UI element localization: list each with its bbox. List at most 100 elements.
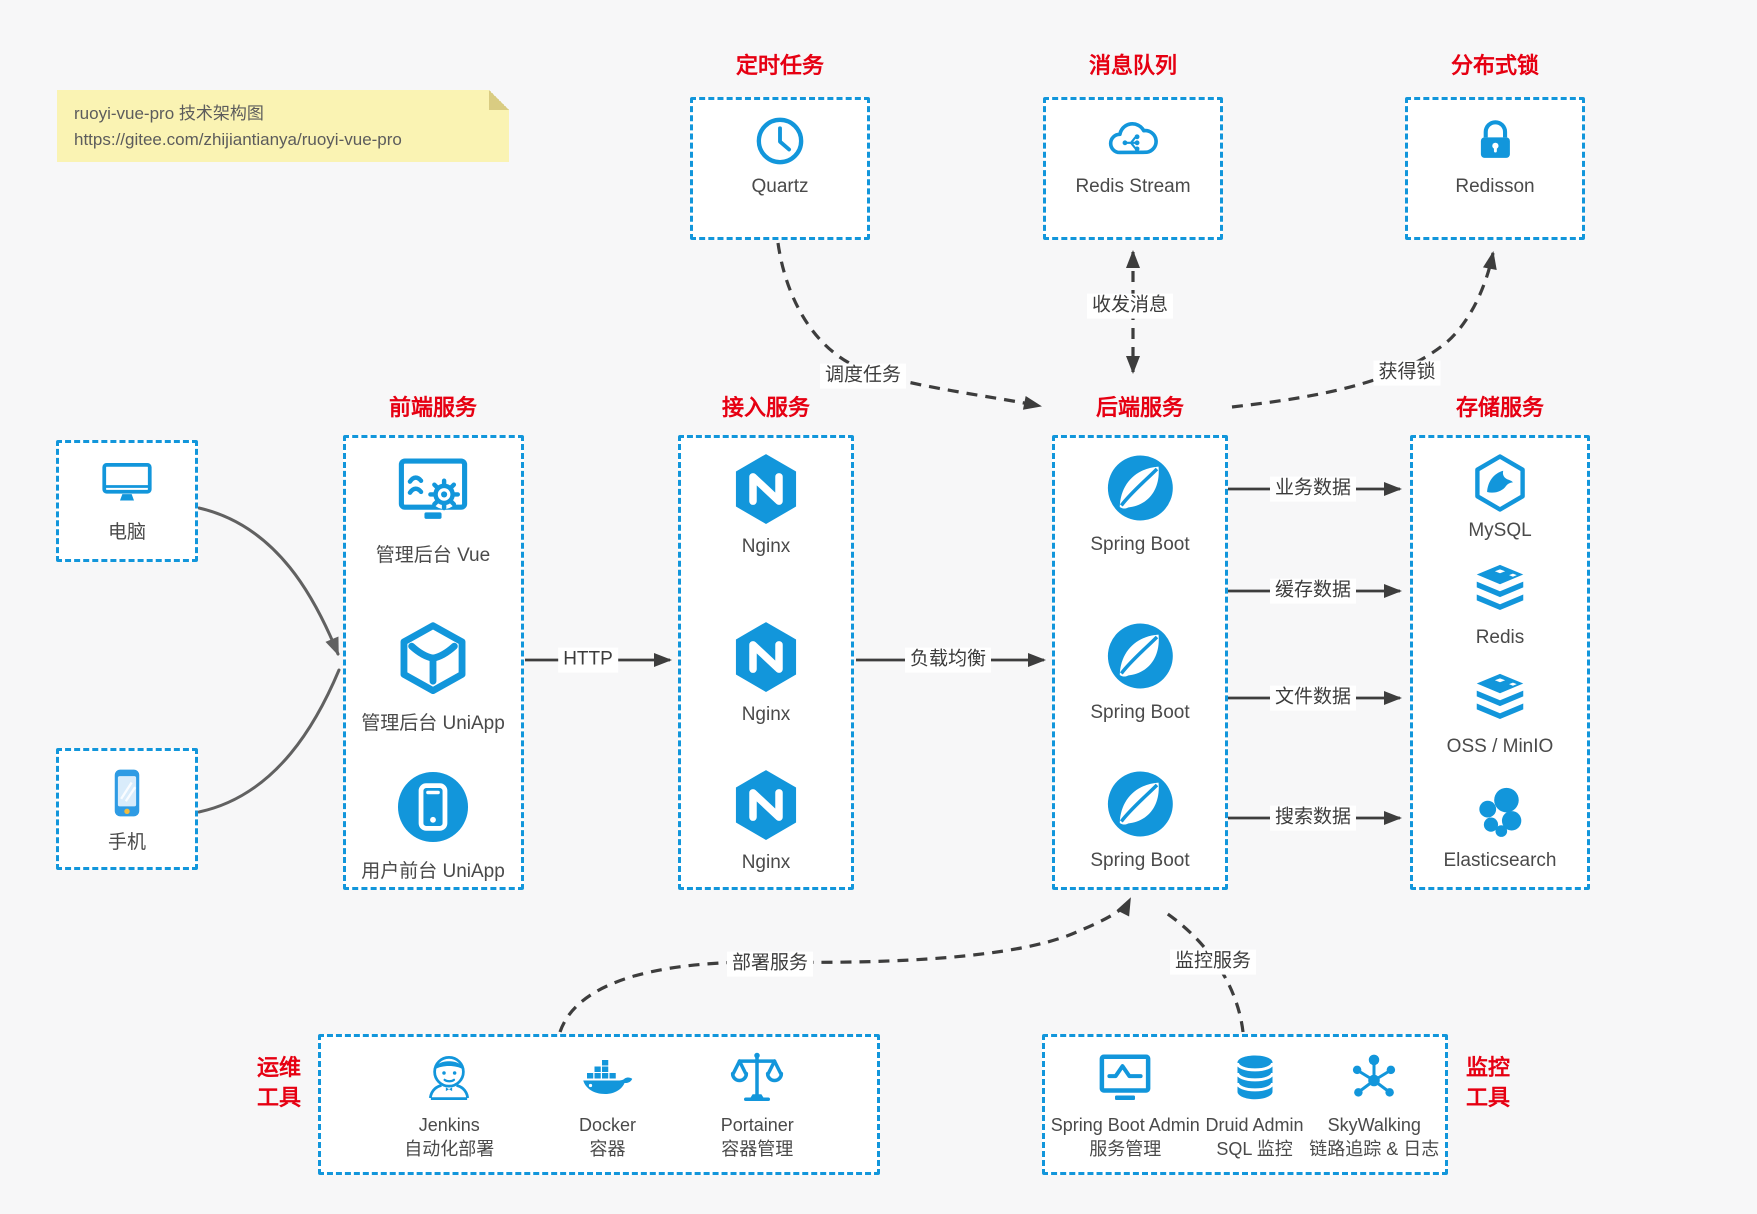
nginx-icon [727, 450, 805, 528]
node-spring-boot-3: Spring Boot [1090, 766, 1190, 872]
column-title-gateway: 接入服务 [721, 395, 811, 420]
node-spring-boot-admin: Spring Boot Admin 服务管理 [1051, 1048, 1200, 1161]
group-title-message-queue: 消息队列 [1088, 53, 1178, 78]
node-label: Spring Boot Admin [1050, 1115, 1200, 1135]
node-sublabel: 自动化部署 [404, 1139, 495, 1159]
lock-icon [1466, 112, 1524, 170]
nginx-icon [727, 618, 805, 696]
elasticsearch-icon [1469, 782, 1531, 844]
skywalking-icon [1344, 1048, 1404, 1108]
note-url: https://gitee.com/zhijiantianya/ruoyi-vu… [74, 130, 402, 150]
node-label: Redis [1475, 627, 1525, 648]
node-label: Redis Stream [1075, 176, 1191, 197]
node-label: Jenkins [418, 1115, 480, 1135]
desktop-icon [99, 455, 155, 511]
node-sublabel: 服务管理 [1089, 1139, 1162, 1159]
node-skywalking: SkyWalking 链路追踪 & 日志 [1309, 1048, 1439, 1161]
edge-label-acquire-lock: 获得锁 [1373, 360, 1441, 386]
smartphone-icon [99, 765, 155, 821]
node-label: Docker [578, 1115, 636, 1135]
ops-title-line2: 工具 [256, 1085, 301, 1110]
message-queue-box [1043, 97, 1223, 240]
nginx-icon [727, 766, 805, 844]
monitor-tools-box: Spring Boot Admin 服务管理 Druid Admin SQL 监… [1042, 1034, 1448, 1175]
clock-icon [751, 112, 809, 170]
node-label: Redisson [1455, 176, 1535, 197]
node-label: OSS / MinIO [1446, 736, 1554, 757]
node-label: 手机 [107, 832, 146, 853]
node-label: 管理后台 Vue [375, 545, 491, 566]
node-spring-boot-1: Spring Boot [1090, 450, 1190, 556]
node-user-uniapp: 用户前台 UniApp [345, 766, 521, 883]
admin-vue-icon [392, 450, 474, 532]
portainer-icon [727, 1048, 787, 1108]
client-pc-box [56, 440, 198, 562]
group-title-distributed-lock: 分布式锁 [1450, 53, 1540, 78]
edge-label-load-balance: 负载均衡 [904, 647, 992, 673]
monitor-title-line2: 工具 [1465, 1085, 1510, 1110]
edge-label-deploy-service: 部署服务 [726, 951, 814, 977]
node-mysql: MySQL [1412, 452, 1588, 542]
node-label: Nginx [741, 852, 791, 873]
node-label: Spring Boot [1090, 850, 1190, 871]
mysql-icon [1469, 452, 1531, 514]
node-admin-vue: 管理后台 Vue [345, 450, 521, 567]
node-label: Druid Admin [1205, 1115, 1304, 1135]
node-quartz: Quartz [751, 112, 809, 198]
edge-label-messaging: 收发消息 [1086, 293, 1174, 319]
ops-title-line1: 运维 [256, 1055, 301, 1080]
spring-boot-admin-icon [1095, 1048, 1155, 1108]
redis-stack-icon [1469, 668, 1531, 730]
node-docker: Docker 容器 [577, 1048, 637, 1161]
column-title-frontend: 前端服务 [388, 395, 478, 420]
node-label: Quartz [751, 176, 809, 197]
app-circle-icon [392, 766, 474, 848]
druid-icon [1225, 1048, 1285, 1108]
node-phone: 手机 [99, 765, 155, 854]
cloud-network-icon [1104, 112, 1162, 170]
group-title-scheduled-tasks: 定时任务 [735, 53, 825, 78]
column-title-backend: 后端服务 [1095, 395, 1185, 420]
ops-tools-box: Jenkins 自动化部署 Docker 容器 Portainer 容器管理 [318, 1034, 880, 1175]
node-label: 用户前台 UniApp [361, 861, 505, 882]
node-label: SkyWalking [1327, 1115, 1421, 1135]
node-redis: Redis [1412, 559, 1588, 649]
jenkins-icon [419, 1048, 479, 1108]
node-admin-uniapp: 管理后台 UniApp [345, 618, 521, 735]
node-label: Portainer [720, 1115, 794, 1135]
node-label: MySQL [1468, 520, 1532, 541]
note-fold-corner [489, 90, 509, 110]
node-portainer: Portainer 容器管理 [721, 1048, 794, 1161]
node-label: 电脑 [107, 522, 146, 543]
edge-label-schedule-task: 调度任务 [819, 363, 907, 389]
node-redisson: Redisson [1455, 112, 1535, 198]
node-label: Elasticsearch [1443, 850, 1557, 871]
node-sublabel: 链路追踪 & 日志 [1309, 1139, 1440, 1159]
edge-label-monitor-service: 监控服务 [1169, 949, 1257, 975]
node-sublabel: 容器 [589, 1139, 626, 1159]
group-title-ops-tools: 运维 工具 [249, 1053, 309, 1113]
docker-icon [577, 1048, 637, 1108]
redis-stack-icon [1469, 559, 1531, 621]
edge-label-cache-data: 缓存数据 [1269, 578, 1357, 604]
node-elasticsearch: Elasticsearch [1412, 782, 1588, 872]
spring-boot-icon [1102, 766, 1178, 842]
node-nginx-1: Nginx [727, 450, 805, 558]
node-oss-minio: OSS / MinIO [1412, 668, 1588, 758]
node-nginx-3: Nginx [727, 766, 805, 874]
node-redis-stream: Redis Stream [1075, 112, 1191, 198]
node-nginx-2: Nginx [727, 618, 805, 726]
spring-boot-icon [1102, 618, 1178, 694]
sticky-note: ruoyi-vue-pro 技术架构图 https://gitee.com/zh… [57, 90, 509, 162]
column-title-storage: 存储服务 [1455, 395, 1545, 420]
note-title: ruoyi-vue-pro 技术架构图 [74, 104, 264, 123]
node-spring-boot-2: Spring Boot [1090, 618, 1190, 724]
uniapp-cube-icon [392, 618, 474, 700]
node-label: Nginx [741, 704, 791, 725]
node-sublabel: 容器管理 [721, 1139, 794, 1159]
node-label: Spring Boot [1090, 534, 1190, 555]
node-pc: 电脑 [99, 455, 155, 544]
node-jenkins: Jenkins 自动化部署 [404, 1048, 494, 1161]
edge-label-file-data: 文件数据 [1269, 685, 1357, 711]
